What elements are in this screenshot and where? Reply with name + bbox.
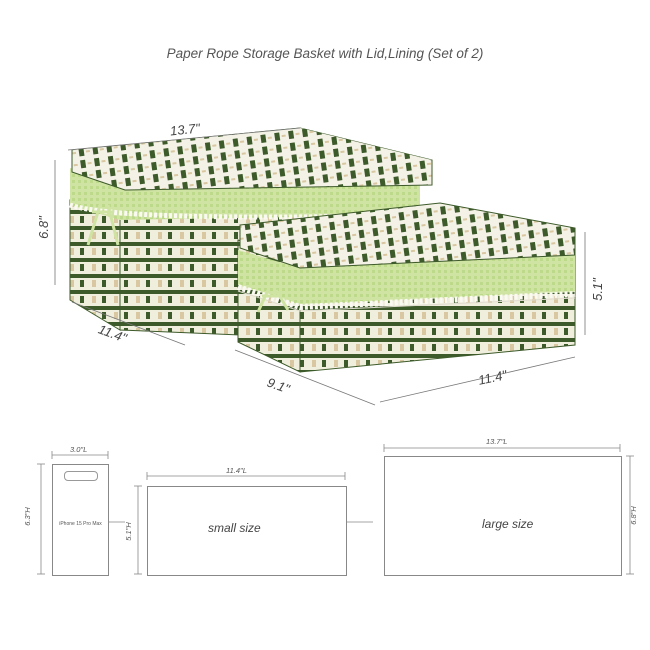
phone-label: iPhone 15 Pro Max bbox=[59, 521, 102, 527]
camera-bump-icon bbox=[64, 471, 98, 481]
small-basket bbox=[237, 202, 576, 373]
small-size-box: small size bbox=[147, 486, 347, 576]
large-size-label: large size bbox=[482, 517, 534, 531]
small-length-dim: 11.4"L bbox=[226, 466, 247, 475]
large-length-dim: 13.7"L bbox=[486, 437, 508, 446]
page-title: Paper Rope Storage Basket with Lid,Linin… bbox=[166, 46, 484, 61]
phone-outline: iPhone 15 Pro Max bbox=[52, 464, 109, 576]
small-height-dim: 5.1"H bbox=[123, 522, 133, 541]
large-size-box: large size bbox=[384, 456, 622, 576]
phone-width-label: 3.0"L bbox=[70, 445, 88, 454]
phone-height-label: 6.3"H bbox=[22, 507, 32, 526]
large-height-dim: 6.8"H bbox=[628, 506, 638, 525]
photo-dimension-lines bbox=[54, 127, 586, 406]
small-size-label: small size bbox=[208, 521, 261, 535]
